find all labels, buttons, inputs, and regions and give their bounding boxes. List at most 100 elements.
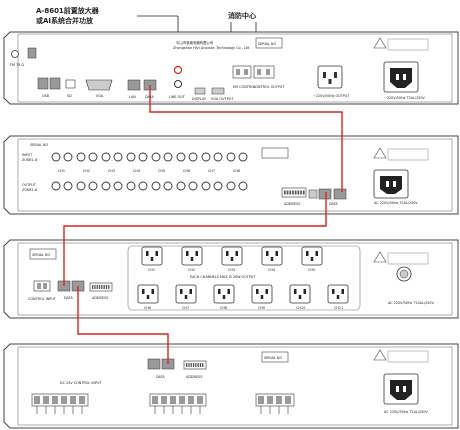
dip-switch-segment (98, 285, 101, 289)
output-jack (151, 181, 161, 191)
warning-text-block (387, 252, 429, 265)
input-range: ZONE1-8 (22, 158, 37, 162)
dip-switch-segment (94, 285, 96, 289)
warning-text-block (387, 38, 429, 51)
cable-host-to-zone (149, 85, 343, 192)
output-jack (138, 181, 148, 191)
channel-label: CH7 (208, 169, 215, 173)
channel-label: CH3 (108, 169, 115, 173)
input-jack (163, 152, 173, 162)
terminal-screw (267, 396, 273, 404)
address-label: ADDRESS (186, 375, 202, 379)
outlet-label: CH8 (220, 306, 227, 310)
terminal-screw (161, 396, 167, 404)
output-jack (88, 181, 98, 191)
output-jack (76, 181, 86, 191)
terminal-screw (258, 396, 264, 404)
input-jack (151, 152, 161, 162)
input-jack (101, 152, 111, 162)
output-jack (63, 181, 73, 191)
dip-switch-segment (190, 363, 192, 367)
warning-icon (373, 37, 387, 49)
input-jack (138, 152, 148, 162)
warning-icon (373, 349, 387, 361)
dip-switch-segment (96, 285, 98, 289)
dip-switch-segment (105, 285, 108, 289)
warning-icon (373, 251, 387, 263)
dip-switch-segment (188, 363, 190, 367)
input-jack (176, 152, 186, 162)
terminal-screw (188, 396, 194, 404)
output-jack (201, 181, 211, 191)
ac-outlet (301, 246, 323, 266)
output-jack (101, 181, 111, 191)
input-jack (51, 152, 61, 162)
serial-label: SERIAL NO (32, 253, 50, 257)
company-cn: 中山市惠威电器有限公司 (176, 40, 213, 45)
terminal-screw (197, 396, 203, 404)
output-jack (51, 181, 61, 191)
em-control-terminal (232, 65, 252, 79)
outlet-label: ~220V/50Hz OUTPUT (313, 94, 350, 98)
ac-outlet (289, 284, 311, 304)
address-label: ADDRESS (92, 296, 108, 300)
ac-outlet (141, 246, 163, 266)
power-label: AC 220V/50Hz T2AL/250V (374, 201, 418, 205)
terminal-screw (34, 396, 40, 404)
vga-port (85, 79, 113, 91)
terminal-screw (70, 396, 76, 404)
ac-outlet (327, 284, 349, 304)
address-label: ADDRESS (284, 202, 300, 206)
power-label: ~220V/50Hz T2AL/250V (384, 96, 426, 100)
vga-label: VGA (96, 94, 104, 98)
address-dip-switch (89, 282, 113, 292)
sd-label: SD (67, 94, 72, 98)
input-jack (88, 152, 98, 162)
outlet-caption: EACH CHANNELS MAX IS 2KW OUTPUT (190, 275, 256, 279)
terminal-screw (285, 396, 291, 404)
output-jack (126, 181, 136, 191)
usb-port (37, 77, 49, 90)
usb-label: USB (42, 94, 50, 98)
output-jack (226, 181, 236, 191)
dip-switch-segment (199, 363, 202, 367)
ac-outlet (251, 284, 273, 304)
channel-label: CH5 (158, 169, 165, 173)
input-jack (238, 152, 248, 162)
unit-host-rear-panel: 中山市惠威电器有限公司 Zhongshan HiVi Acoustic Tech… (3, 31, 459, 105)
data-port-in (318, 188, 332, 200)
fm-label: FM 75 Ω (10, 63, 24, 67)
input-jack (76, 152, 86, 162)
dip-switch-segment (286, 190, 289, 195)
address-dip-switch (281, 187, 307, 198)
control-input-label: CONTROL INPUT (28, 297, 57, 301)
dip-switch-segment (289, 190, 292, 195)
channel-label: CH8 (233, 169, 240, 173)
output-jack (176, 181, 186, 191)
dip-extra (308, 189, 318, 199)
data-label: DATA (64, 296, 73, 300)
outlet-label: CH2 (188, 268, 195, 272)
control-output-label: CONTROL OUTPUT (253, 85, 285, 89)
terminal-screw (43, 396, 49, 404)
serial-label: SERIAL NO (258, 42, 276, 46)
fm-terminal (27, 47, 37, 59)
serial-label: SERIAL NO (264, 356, 282, 360)
dip-switch-segment (292, 190, 294, 195)
dip-switch-segment (186, 363, 188, 367)
amp-note-line2: 或AI系统合并功放 (36, 16, 94, 25)
output-range: ZONE1-8 (22, 188, 37, 192)
data-label: DATA (329, 202, 338, 206)
dip-switch-segment (101, 285, 103, 289)
amp-note-line1: A-8601前置放大器 (36, 6, 100, 15)
dip-switch-segment (192, 363, 195, 367)
ac-outlet (317, 65, 343, 89)
cable-sequencer-to-amp (77, 286, 169, 364)
outlet-label: CH4 (268, 268, 275, 272)
outlet-label: CH11 (334, 306, 343, 310)
terminal-screw (170, 396, 176, 404)
display-port (194, 87, 206, 95)
